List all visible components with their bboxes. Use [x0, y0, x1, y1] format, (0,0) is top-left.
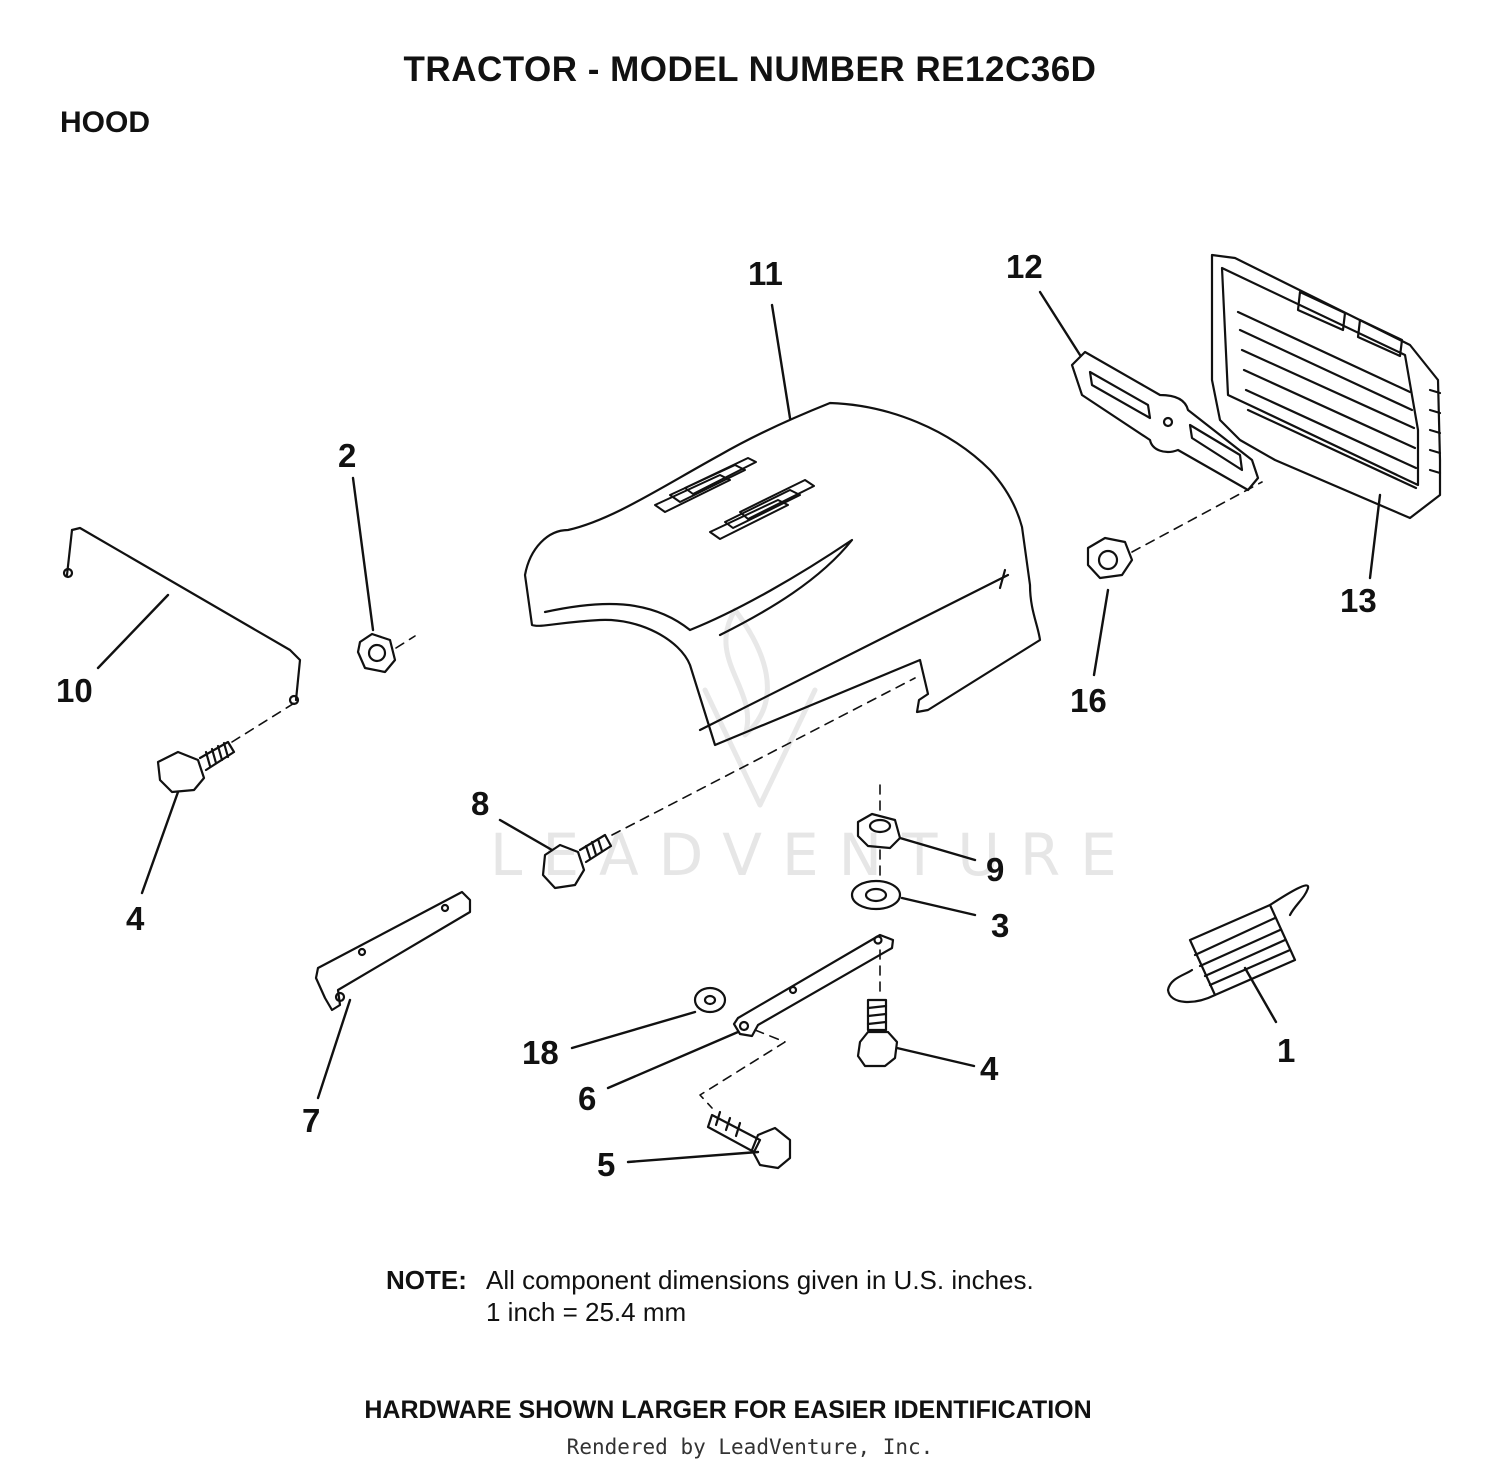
- callout-18: 18: [522, 1034, 559, 1071]
- spring-part-1[interactable]: [1166, 884, 1310, 1003]
- note-line-1: All component dimensions given in U.S. i…: [486, 1265, 1034, 1295]
- leader-lines: [96, 290, 1382, 1164]
- hood-bracket-part-7[interactable]: [314, 890, 472, 1012]
- hood-strap-part-6[interactable]: [732, 933, 895, 1038]
- shoulder-bolt-part-5[interactable]: [706, 1110, 792, 1170]
- callout-2: 2: [338, 437, 356, 474]
- callout-12: 12: [1006, 248, 1043, 285]
- bolt-part-4-upper[interactable]: [156, 740, 236, 794]
- bolt-part-4-lower[interactable]: [856, 998, 899, 1068]
- note-label: NOTE:: [386, 1265, 467, 1295]
- section-title: HOOD: [60, 106, 150, 139]
- hood-vent-slots: [654, 457, 815, 540]
- hood-rod-part[interactable]: [62, 526, 302, 706]
- callout-13: 13: [1340, 582, 1377, 619]
- callout-4-upper: 4: [126, 900, 145, 937]
- watermark-logo-icon: [702, 607, 818, 808]
- watermark-text: LEADVENTURE: [490, 821, 1137, 889]
- page-title: TRACTOR - MODEL NUMBER RE12C36D: [403, 50, 1097, 89]
- callout-10: 10: [56, 672, 93, 709]
- note-line-2: 1 inch = 25.4 mm: [486, 1297, 687, 1327]
- callout-16: 16: [1070, 682, 1107, 719]
- callout-4-lower: 4: [980, 1050, 999, 1087]
- callout-6: 6: [578, 1080, 596, 1117]
- hardware-note: HARDWARE SHOWN LARGER FOR EASIER IDENTIF…: [364, 1396, 1092, 1424]
- washer-part-18[interactable]: [693, 986, 727, 1014]
- hood-part[interactable]: [523, 401, 1042, 747]
- hex-nut-part-2[interactable]: [356, 632, 397, 674]
- grille-part[interactable]: [1210, 253, 1442, 520]
- callout-5: 5: [597, 1146, 615, 1183]
- assembly-lines: [231, 481, 1263, 1109]
- nut-part-9[interactable]: [856, 812, 902, 850]
- flange-bolt-part-8[interactable]: [541, 833, 613, 890]
- callout-9: 9: [986, 851, 1004, 888]
- flange-nut-part-16[interactable]: [1086, 536, 1134, 580]
- callout-1: 1: [1277, 1032, 1295, 1069]
- callout-11: 11: [748, 255, 783, 292]
- render-credit: Rendered by LeadVenture, Inc.: [566, 1435, 934, 1459]
- callout-8: 8: [471, 785, 489, 822]
- washer-part-3[interactable]: [850, 879, 902, 911]
- callout-3: 3: [991, 907, 1009, 944]
- dimension-note: NOTE: All component dimensions given in U…: [386, 1264, 1034, 1328]
- callout-7: 7: [302, 1102, 320, 1139]
- grille-gasket-part[interactable]: [1070, 350, 1260, 492]
